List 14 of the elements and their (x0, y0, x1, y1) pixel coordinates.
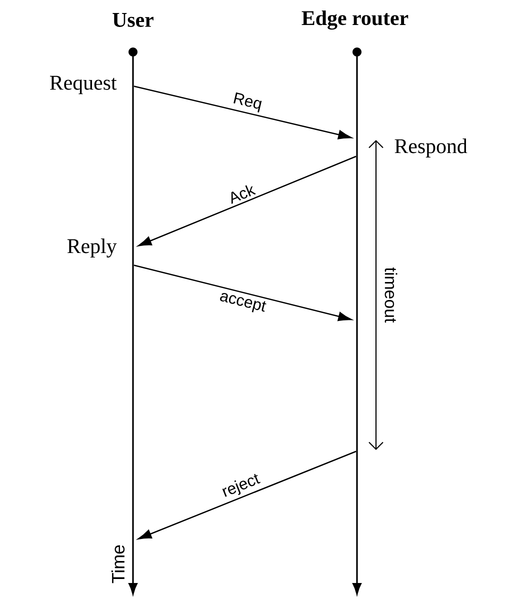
dimension-label: timeout (384, 267, 398, 323)
edge-label: reject (222, 474, 261, 497)
message-arrow (138, 156, 356, 246)
lifeline-heading: Edge router (302, 10, 408, 30)
edge-label: Req (234, 92, 262, 112)
event-label: Respond (394, 138, 468, 158)
message-arrow (138, 450, 356, 540)
edge-label: Ack (231, 185, 256, 204)
event-label: Request (50, 76, 117, 94)
event-label: Reply (67, 238, 117, 258)
lifeline-heading: User (112, 13, 154, 27)
message-arrow (134, 264, 352, 322)
message-arrow (134, 86, 352, 140)
edge-label: accept (220, 292, 266, 312)
